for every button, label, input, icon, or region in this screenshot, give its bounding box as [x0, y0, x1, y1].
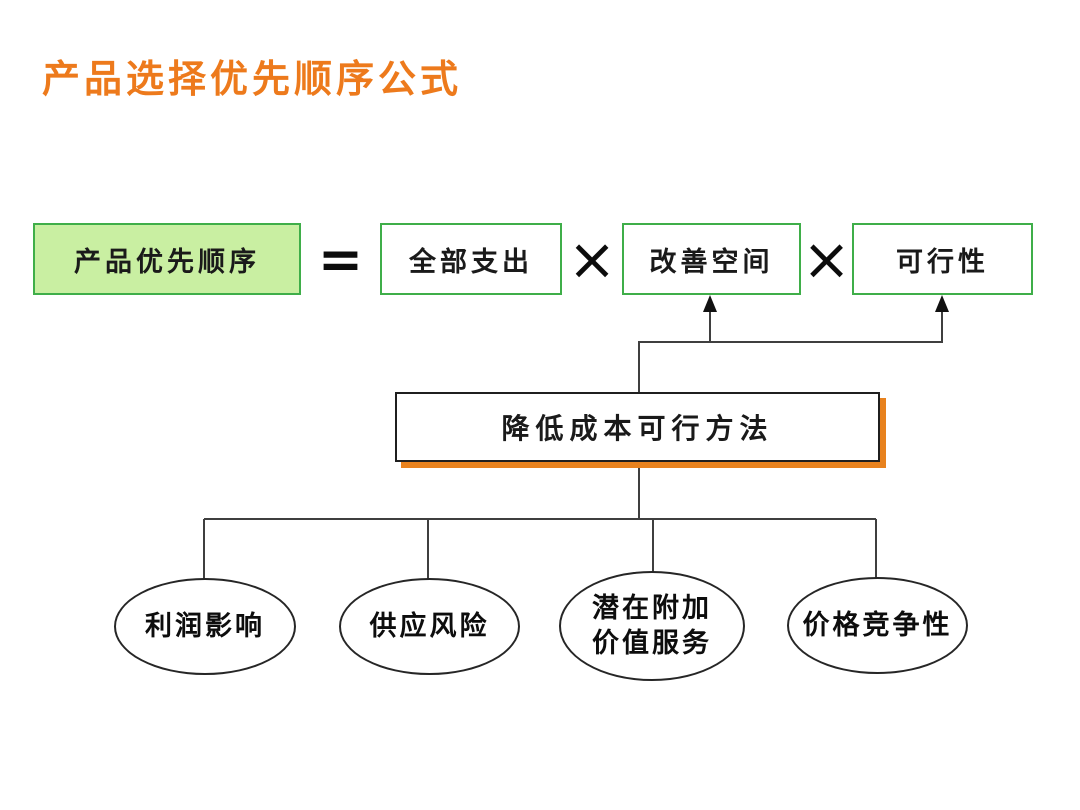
factor-improvement-space-label: 改善空间: [649, 246, 774, 277]
product-priority-box: 产品优先顺序: [33, 223, 301, 295]
ellipse-label-line-1: 潜在附加: [592, 592, 712, 623]
page-title: 产品选择优先顺序公式: [42, 59, 463, 101]
equals-sign: =: [317, 227, 364, 291]
product-priority-label: 产品优先顺序: [74, 246, 260, 277]
factor-feasibility-label: 可行性: [896, 246, 989, 277]
ellipse-supply-risk: 供应风险: [339, 578, 520, 675]
ellipse-label: 利润影响: [145, 610, 265, 641]
multiply-sign: ×: [802, 225, 851, 293]
cost-reduction-methods-label: 降低成本可行方法: [501, 414, 774, 445]
factor-box-feasibility: 可行性: [852, 223, 1033, 295]
cost-reduction-methods-box: 降低成本可行方法: [395, 392, 880, 462]
ellipse-value-added-services: 潜在附加 价值服务: [559, 571, 745, 681]
factor-box-improvement-space: 改善空间: [622, 223, 801, 295]
ellipse-label: 供应风险: [369, 610, 490, 641]
factor-box-total-spend: 全部支出: [380, 223, 562, 295]
ellipse-label-line-2: 价值服务: [592, 628, 712, 658]
ellipse-price-competitiveness: 价格竞争性: [787, 577, 968, 674]
arrow-up-icon: [935, 295, 949, 312]
ellipse-label: 价格竞争性: [802, 609, 953, 640]
arrow-up-icon: [703, 295, 717, 312]
factor-total-spend-label: 全部支出: [409, 246, 533, 277]
multiply-sign: ×: [567, 225, 617, 293]
ellipse-profit-impact: 利润影响: [114, 578, 296, 675]
